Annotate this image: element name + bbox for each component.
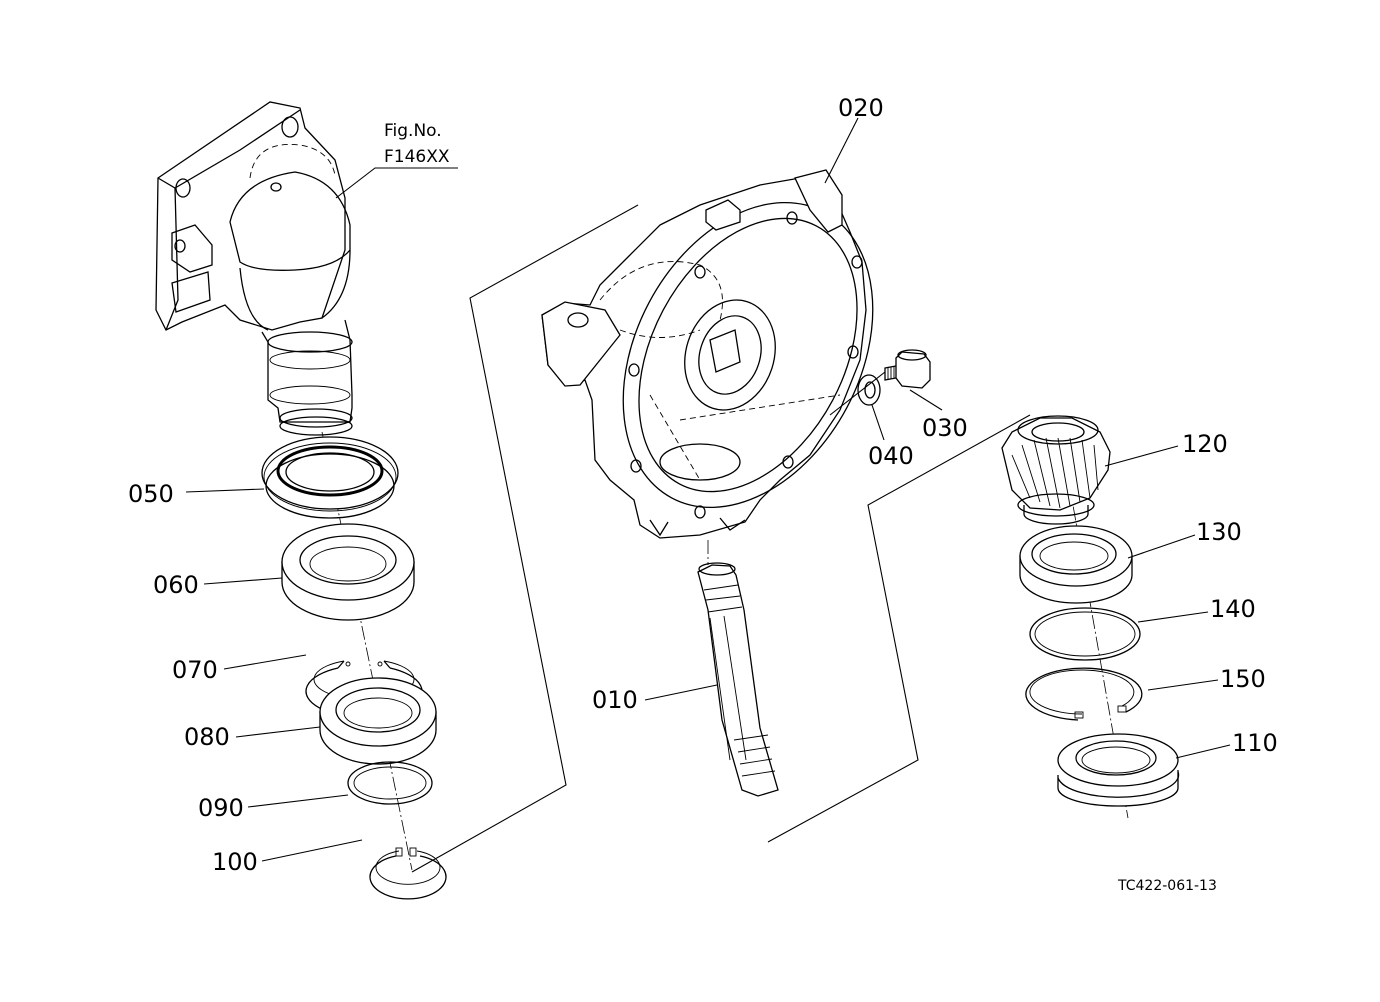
part-110-drawing <box>1057 733 1231 807</box>
label-020: 020 <box>838 94 884 122</box>
label-110: 110 <box>1232 729 1278 757</box>
part-020-drawing <box>541 117 874 539</box>
label-060: 060 <box>153 571 199 599</box>
part-150-drawing <box>1025 667 1219 721</box>
part-120-drawing <box>1001 415 1179 525</box>
part-090-drawing <box>347 761 433 805</box>
label-150: 150 <box>1220 665 1266 693</box>
label-070: 070 <box>172 656 218 684</box>
label-130: 130 <box>1196 518 1242 546</box>
label-090: 090 <box>198 794 244 822</box>
part-050-drawing <box>261 436 399 519</box>
drawing-code: TC422-061-13 <box>1117 878 1217 894</box>
upper-housing-drawing <box>155 101 458 436</box>
label-050: 050 <box>128 480 174 508</box>
right-bracket-line <box>767 414 1031 843</box>
part-010-drawing <box>644 562 779 797</box>
part-100-drawing <box>369 847 447 900</box>
part-060-drawing <box>281 523 415 621</box>
label-120: 120 <box>1182 430 1228 458</box>
left-leader-lines <box>185 488 363 862</box>
figure-ref-line1: Fig.No. <box>384 121 442 141</box>
part-040-drawing <box>857 374 885 441</box>
label-080: 080 <box>184 723 230 751</box>
part-080-drawing <box>319 677 437 765</box>
label-040: 040 <box>868 442 914 470</box>
part-140-drawing <box>1029 607 1209 661</box>
label-140: 140 <box>1210 595 1256 623</box>
part-030-drawing <box>884 349 943 411</box>
label-100: 100 <box>212 848 258 876</box>
left-bracket-line <box>411 204 639 873</box>
part-130-drawing <box>1019 525 1196 604</box>
plug-axis-line <box>829 371 886 416</box>
label-030: 030 <box>922 414 968 442</box>
label-010: 010 <box>592 686 638 714</box>
figure-ref-line2: F146XX <box>384 147 450 167</box>
